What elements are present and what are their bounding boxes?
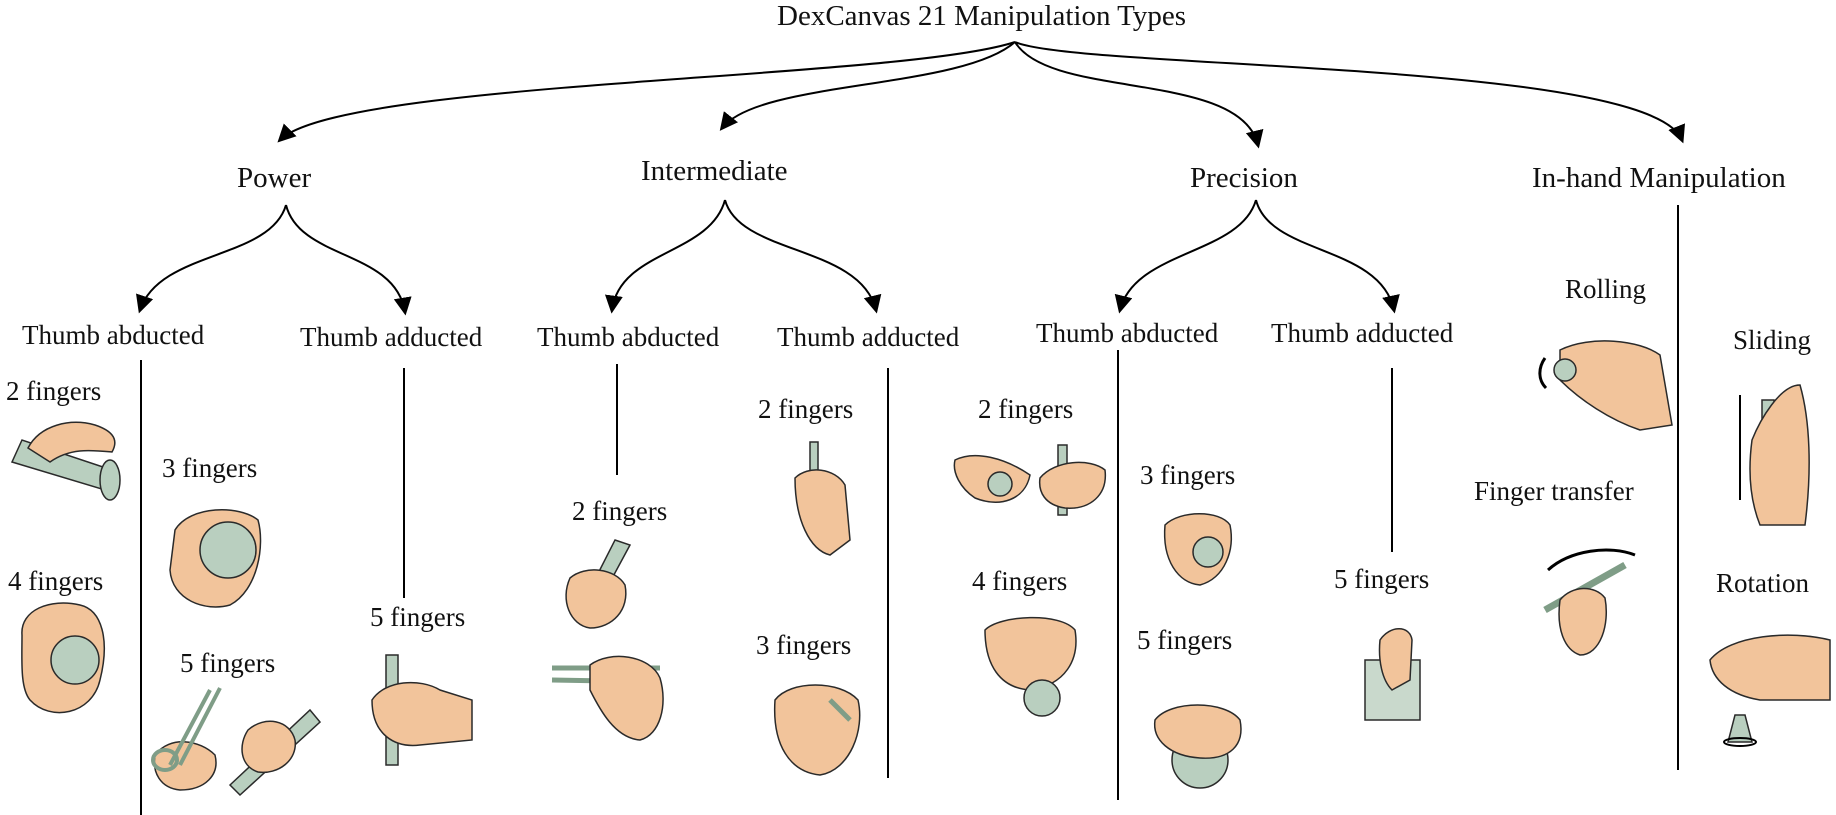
grasp-precision-4-fingers-illustration (984, 616, 1077, 717)
inter-add-3-fingers-label: 3 fingers (756, 630, 852, 660)
grasp-precision-5-fingers-illustration (1154, 704, 1242, 789)
grasp-intermediate-2-fingers-stick-illustration (565, 539, 632, 629)
prec-abd-3-fingers-label: 3 fingers (1140, 460, 1236, 490)
inter-abd-2-fingers-label: 2 fingers (572, 496, 668, 526)
grasp-intermediate-2-fingers-chopsticks-illustration (551, 655, 664, 741)
category-inhand: In-hand Manipulation (1532, 162, 1786, 194)
inhand-rolling-label: Rolling (1565, 274, 1647, 304)
grasp-precision-2-fingers-ball-illustration (953, 454, 1031, 503)
prec-abd-5-fingers-label: 5 fingers (1137, 625, 1233, 655)
grasp-precision-2-fingers-rod-illustration (1038, 444, 1106, 516)
arrow-power-abducted (136, 204, 287, 314)
inhand-sliding-label: Sliding (1733, 325, 1812, 355)
category-power: Power (237, 162, 312, 194)
grasp-precision-3-fingers-illustration (1163, 513, 1232, 586)
grasp-power-adducted-5-fingers-illustration (371, 654, 473, 766)
power-abd-2-fingers-label: 2 fingers (6, 376, 102, 406)
inhand-rotation-illustration (1709, 634, 1831, 747)
prec-abd-4-fingers-label: 4 fingers (972, 566, 1068, 596)
power-abd-4-fingers-label: 4 fingers (8, 566, 104, 596)
arrow-precision-abducted (1114, 199, 1257, 314)
grasp-power-5-fingers-cylinder-illustration (228, 708, 322, 797)
arrow-precision-adducted (1255, 199, 1400, 314)
power-thumb-abducted: Thumb abducted (22, 320, 205, 350)
arrow-intermediate-adducted (724, 199, 882, 314)
precision-thumb-adducted: Thumb adducted (1271, 318, 1454, 348)
grasp-power-3-fingers-illustration (169, 509, 262, 608)
prec-abd-2-fingers-label: 2 fingers (978, 394, 1074, 424)
grasp-precision-adducted-5-fingers-illustration (1364, 628, 1421, 721)
inhand-rolling-illustration (1538, 340, 1673, 431)
arrow-to-inhand (1014, 41, 1685, 144)
power-abd-3-fingers-label: 3 fingers (162, 453, 258, 483)
power-add-5-fingers-label: 5 fingers (370, 602, 466, 632)
inhand-finger-transfer-illustration (1543, 548, 1636, 656)
intermediate-thumb-abducted: Thumb abducted (537, 322, 720, 352)
prec-add-5-fingers-label: 5 fingers (1334, 564, 1430, 594)
grasp-power-4-fingers-illustration (21, 602, 105, 714)
inhand-finger-transfer-label: Finger transfer (1474, 476, 1634, 506)
arrow-to-precision (1014, 41, 1264, 149)
category-intermediate: Intermediate (641, 155, 788, 187)
grasp-intermediate-adducted-2-fingers-illustration (794, 441, 851, 556)
arrow-power-adducted (285, 204, 412, 316)
arrow-to-intermediate (719, 41, 1016, 131)
inhand-rotation-label: Rotation (1716, 568, 1809, 598)
grasp-power-2-fingers-illustration (10, 421, 121, 501)
arrow-to-power (277, 41, 1016, 143)
diagram-title: DexCanvas 21 Manipulation Types (777, 0, 1187, 32)
grasp-power-5-fingers-scissors-illustration (151, 687, 222, 791)
inhand-sliding-illustration (1739, 384, 1810, 526)
power-thumb-adducted: Thumb adducted (300, 322, 483, 352)
power-abd-5-fingers-label: 5 fingers (180, 648, 276, 678)
grasp-intermediate-adducted-3-fingers-illustration (773, 684, 861, 776)
category-precision: Precision (1190, 162, 1298, 194)
precision-thumb-abducted: Thumb abducted (1036, 318, 1219, 348)
inter-add-2-fingers-label: 2 fingers (758, 394, 854, 424)
intermediate-thumb-adducted: Thumb adducted (777, 322, 960, 352)
arrow-intermediate-abducted (605, 199, 726, 314)
